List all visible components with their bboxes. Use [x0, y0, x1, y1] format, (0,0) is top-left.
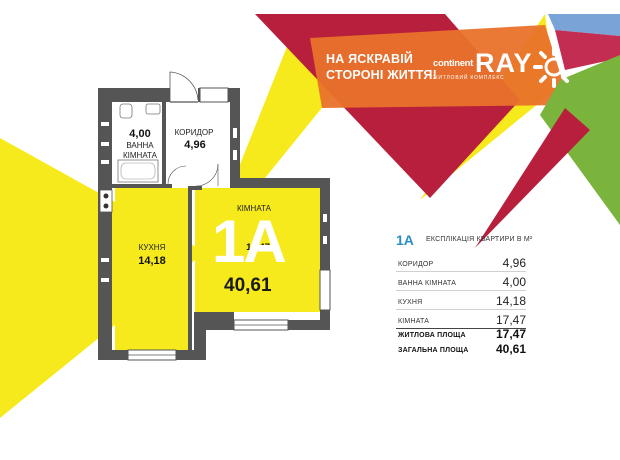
bathroom-label: ВАННА КІМНАТА [123, 141, 157, 160]
sun-logo-icon [533, 46, 569, 88]
wall-kitchen-bottom-right [194, 312, 206, 360]
explication-row: КОРИДОР 4,96 [398, 256, 526, 270]
wall-bottom-right [176, 350, 206, 360]
wall-bath-corridor [162, 100, 166, 186]
sink-icon [145, 103, 161, 115]
wall-room-top [230, 178, 330, 188]
kitchen-label: КУХНЯ [138, 243, 166, 252]
explication-row: КІМНАТА 17,47 [398, 313, 526, 327]
brand-tagline: ЖИТЛОВИЙ КОМПЛЕКС [433, 75, 505, 81]
room-label: КІМНАТА [237, 204, 271, 213]
explication-title: ЕКСПЛІКАЦІЯ КВАРТИРИ В М² [426, 236, 533, 243]
red-ray-lower [475, 108, 590, 248]
explication-code: 1А [396, 232, 414, 248]
slogan: НА ЯСКРАВІЙ СТОРОНІ ЖИТТЯ! [326, 51, 437, 83]
wall-room-entry [192, 186, 202, 190]
explication-row: ВАННА КІМНАТА 4,00 [398, 275, 526, 289]
total-area-on-plan: 40,61 [224, 275, 272, 296]
room-floor [195, 188, 320, 312]
wall-bottom-left [98, 350, 128, 360]
wall-room-right [320, 178, 330, 330]
floor-plan [98, 71, 331, 361]
blue-ray [548, 14, 620, 36]
wall-kitchen-room [188, 186, 192, 352]
corridor-lower-floor [162, 166, 198, 186]
brand-word-ray: RAY [475, 48, 533, 78]
room-area: 17,47 [246, 242, 270, 253]
wall-left [98, 88, 112, 360]
entry-door-swing [169, 71, 199, 102]
row-divider [396, 271, 526, 272]
corridor-label: КОРИДОР [174, 128, 214, 137]
red-ray-right [555, 30, 620, 70]
wall-top-left [98, 88, 170, 102]
row-divider [396, 290, 526, 291]
stove-icon [99, 189, 113, 213]
orange-banner [310, 25, 570, 108]
kitchen-door-swing [167, 165, 187, 185]
explication-row: КУХНЯ 14,18 [398, 294, 526, 308]
total-area-row: ЗАГАЛЬНА ПЛОЩА 40,61 [398, 342, 526, 356]
wall-marks [101, 122, 327, 282]
bathroom-area: 4,00 [129, 128, 151, 140]
toilet-icon [119, 103, 133, 119]
total-divider [396, 328, 526, 329]
wall-bath-kitchen [112, 184, 172, 188]
kitchen-area: 14,18 [138, 255, 166, 267]
bathtub-icon [117, 159, 159, 183]
corridor-window [199, 87, 229, 103]
kitchen-floor [115, 188, 191, 350]
row-divider [396, 309, 526, 310]
slogan-line-1: НА ЯСКРАВІЙ [326, 52, 414, 66]
room-side-window [319, 269, 331, 311]
wall-room-bottom-right [288, 320, 330, 330]
slogan-line-2: СТОРОНІ ЖИТТЯ! [326, 68, 437, 82]
corridor-area: 4,96 [184, 139, 206, 151]
brand-word-continent: continent [433, 58, 474, 69]
apartment-code: 1А [212, 208, 287, 275]
living-area-row: ЖИТЛОВА ПЛОЩА 17,47 [398, 327, 526, 341]
